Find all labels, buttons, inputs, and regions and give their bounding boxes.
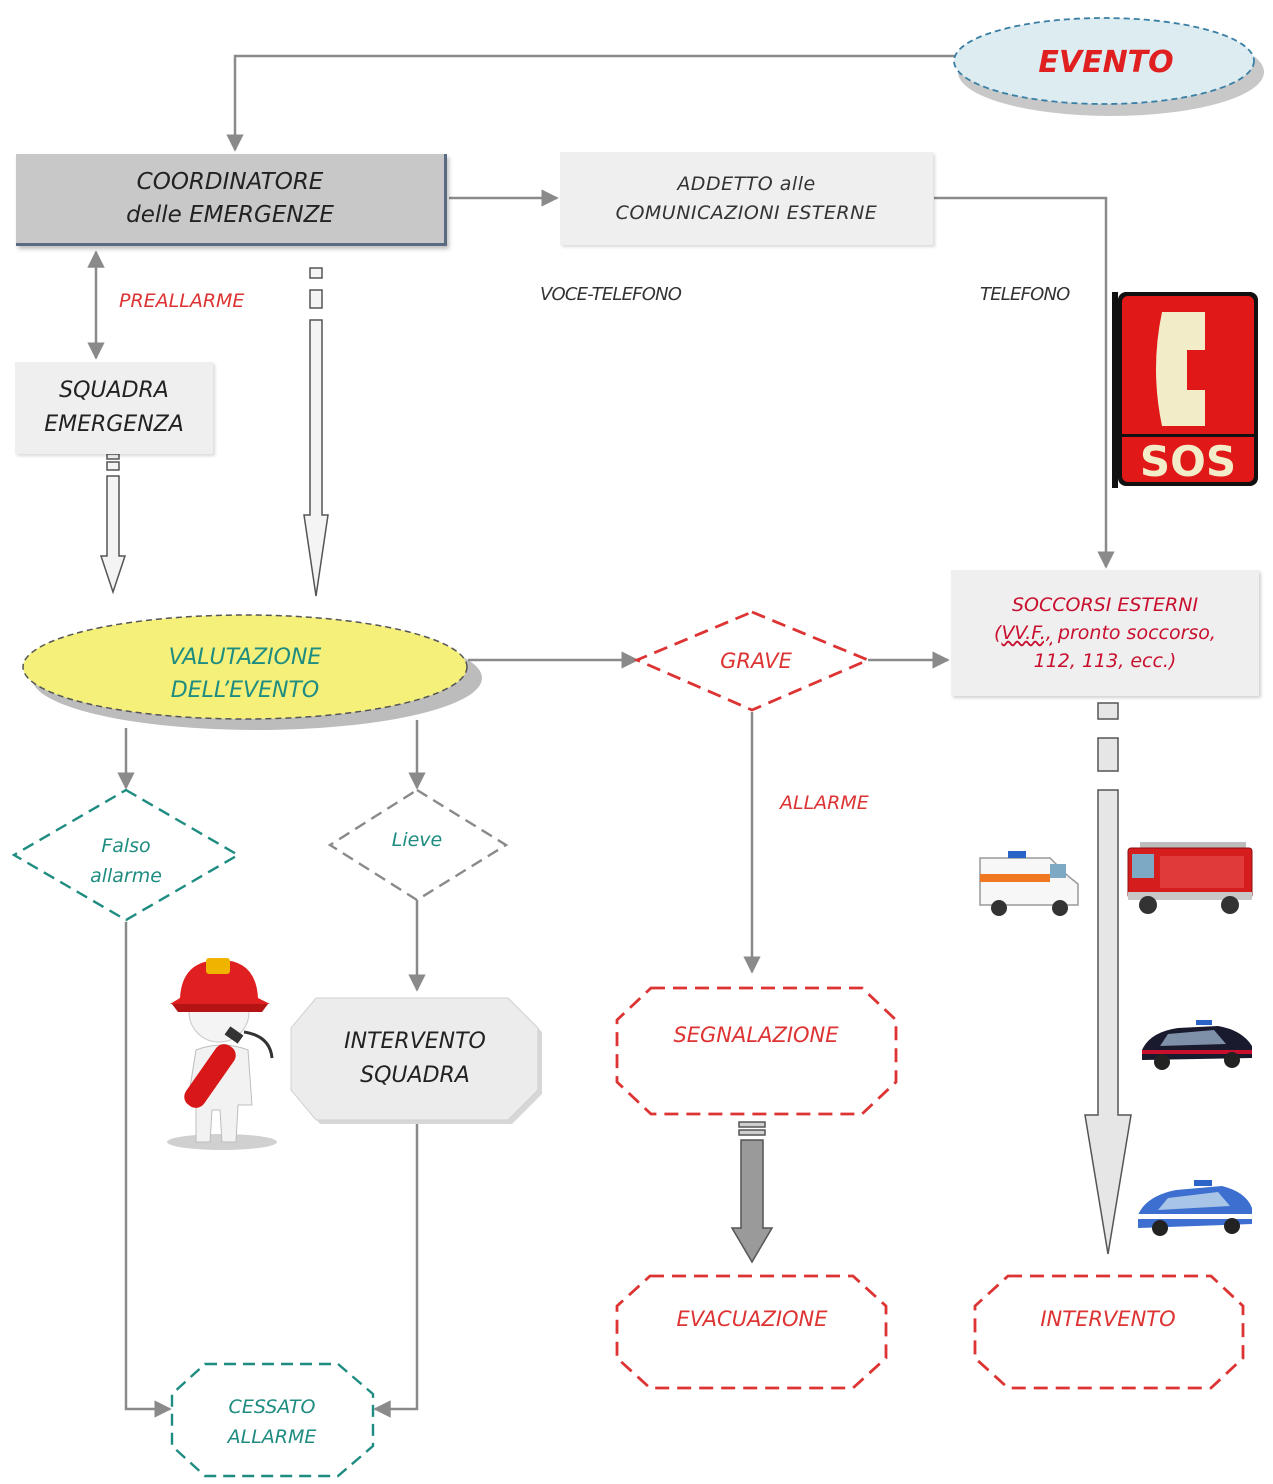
intervento-squadra-node — [290, 997, 539, 1121]
preallarme-label: PREALLARME — [119, 290, 245, 312]
block-arrow-squadra — [99, 453, 127, 595]
valutazione-line2: DELL’EVENTO — [171, 678, 319, 703]
voce-telefono-label: VOCE-TELEFONO — [540, 284, 682, 305]
evento-to-coordinatore-line — [226, 54, 955, 152]
squadra-emergenza-node: SQUADRA EMERGENZA — [15, 362, 213, 454]
intervento-squadra-to-cessato-line — [373, 1124, 419, 1418]
carabinieri-car — [1142, 1020, 1252, 1070]
cessato-line2: ALLARME — [226, 1426, 317, 1448]
evento-node — [953, 17, 1255, 105]
lieve-label: Lieve — [392, 829, 443, 851]
segnalazione-node — [615, 986, 898, 1116]
fire-truck — [1127, 842, 1253, 914]
police-car — [1138, 1180, 1252, 1236]
phone-handset-icon — [1156, 312, 1205, 426]
block-arrow-coordinatore — [303, 267, 329, 597]
sos-text: SOS — [1140, 437, 1236, 486]
intervento-node — [973, 1274, 1245, 1390]
squadra-line2: EMERGENZA — [44, 412, 184, 437]
coordinatore-line2: delle EMERGENZE — [126, 201, 334, 228]
soccorsi-line2-rest: pronto soccorso, — [1051, 622, 1216, 644]
soccorsi-line2-vvf: VV.F., — [1001, 622, 1052, 644]
evacuazione-label: EVACUAZIONE — [676, 1307, 828, 1331]
addetto-line1: ADDETTO alle — [677, 172, 816, 195]
firefighter-figure — [167, 958, 277, 1150]
valutazione-line1: VALUTAZIONE — [169, 645, 322, 670]
ambulance — [979, 851, 1079, 916]
grave-node — [633, 610, 872, 712]
soccorsi-line2: (VV.F., pronto soccorso, — [994, 619, 1216, 647]
soccorsi-line1: SOCCORSI ESTERNI — [1011, 594, 1199, 616]
squadra-line1: SQUADRA — [59, 378, 169, 403]
falso-to-cessato-line — [124, 922, 172, 1418]
addetto-to-soccorsi-line — [934, 196, 1115, 569]
soccorsi-line3: 112, 113, ecc.) — [1033, 650, 1177, 672]
falso-allarme-node — [11, 788, 241, 922]
intervento-squadra-line2: SQUADRA — [360, 1063, 470, 1088]
valutazione-node — [22, 614, 468, 720]
falso-line2: allarme — [90, 865, 162, 887]
cessato-line1: CESSATO — [229, 1396, 316, 1418]
segnalazione-label: SEGNALAZIONE — [673, 1023, 839, 1047]
soccorsi-esterni-node: SOCCORSI ESTERNI (VV.F., pronto soccorso… — [951, 570, 1259, 696]
evento-label: EVENTO — [1038, 45, 1173, 80]
grave-label: GRAVE — [720, 649, 793, 673]
addetto-node: ADDETTO alle COMUNICAZIONI ESTERNE — [560, 152, 933, 245]
connectors — [87, 54, 1115, 1418]
intervento-squadra-line1: INTERVENTO — [344, 1029, 486, 1054]
cessato-allarme-node — [170, 1362, 375, 1478]
allarme-label: ALLARME — [780, 792, 869, 814]
lieve-node — [327, 788, 509, 902]
telefono-label: TELEFONO — [980, 284, 1070, 305]
coordinatore-line1: COORDINATORE — [136, 168, 324, 195]
sos-sign: SOS — [1112, 292, 1258, 488]
addetto-line2: COMUNICAZIONI ESTERNE — [615, 201, 878, 224]
evacuazione-node — [615, 1274, 888, 1390]
block-arrow-soccorsi — [1084, 702, 1132, 1255]
block-arrow-segnalazione — [730, 1121, 774, 1264]
coordinatore-node: COORDINATORE delle EMERGENZE — [16, 154, 447, 246]
intervento-label: INTERVENTO — [1040, 1307, 1175, 1331]
falso-line1: Falso — [101, 835, 150, 857]
soccorsi-line2-prefix: ( — [994, 622, 1002, 644]
